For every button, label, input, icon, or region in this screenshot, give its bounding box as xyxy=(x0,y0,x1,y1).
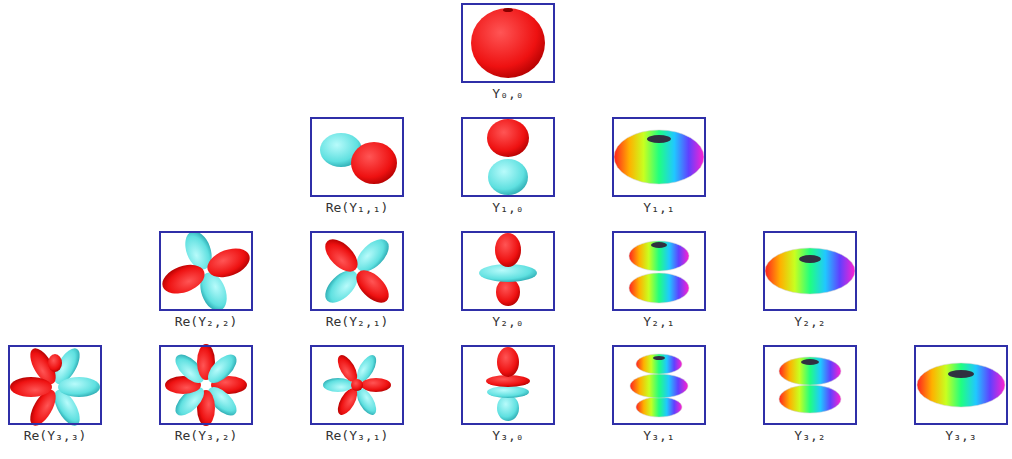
harmonic-label: Y₃,₀ xyxy=(492,428,523,444)
harmonic-label: Y₃,₁ xyxy=(643,428,674,444)
lobe-shape xyxy=(479,233,537,306)
harmonic-label: Re(Y₂,₁) xyxy=(326,314,389,330)
lobe-shape xyxy=(320,234,395,309)
plot-box: Y₃,₂ xyxy=(763,345,857,425)
plot-box: Re(Y₁,₁) xyxy=(310,117,404,197)
harmonic-label: Y₁,₁ xyxy=(643,200,674,216)
harmonic-label: Y₂,₂ xyxy=(794,314,825,330)
harmonic-label: Y₀,₀ xyxy=(492,86,523,102)
plot-box: Y₃,₀ xyxy=(461,345,555,425)
harmonic-label: Y₁,₀ xyxy=(492,200,523,216)
torus-shape xyxy=(765,248,855,294)
plot-box: Y₁,₁ xyxy=(612,117,706,197)
plot-box: Y₂,₁ xyxy=(612,231,706,311)
harmonic-label: Re(Y₂,₂) xyxy=(175,314,238,330)
torus-shape xyxy=(614,130,704,184)
plot-box: Y₁,₀ xyxy=(461,117,555,197)
harmonic-label: Y₃,₃ xyxy=(945,428,976,444)
lobe-shape xyxy=(165,344,247,426)
harmonic-label: Re(Y₃,₁) xyxy=(326,428,389,444)
lobe-shape xyxy=(323,352,391,418)
plot-box: Y₂,₂ xyxy=(763,231,857,311)
lobe-shape xyxy=(487,119,529,195)
plot-box: Y₃,₃ xyxy=(914,345,1008,425)
plot-box: Re(Y₂,₂) xyxy=(159,231,253,311)
torus-shape xyxy=(630,354,688,417)
torus-shape xyxy=(917,363,1005,407)
harmonic-label: Re(Y₃,₂) xyxy=(175,428,238,444)
harmonic-label: Re(Y₃,₃) xyxy=(24,428,87,444)
harmonic-label: Re(Y₁,₁) xyxy=(326,200,389,216)
lobe-shape xyxy=(158,227,253,314)
plot-box: Y₀,₀ xyxy=(461,3,555,83)
torus-shape xyxy=(629,241,689,303)
plot-box: Y₂,₀ xyxy=(461,231,555,311)
harmonic-label: Y₃,₂ xyxy=(794,428,825,444)
lobe-shape xyxy=(320,133,397,184)
harmonic-label: Y₂,₁ xyxy=(643,314,674,330)
torus-shape xyxy=(779,357,841,413)
plot-box: Re(Y₂,₁) xyxy=(310,231,404,311)
plot-box: Re(Y₃,₁) xyxy=(310,345,404,425)
harmonic-label: Y₂,₀ xyxy=(492,314,523,330)
plot-box: Y₃,₁ xyxy=(612,345,706,425)
plot-box: Re(Y₃,₃) xyxy=(8,345,102,425)
lobe-shape xyxy=(10,344,100,429)
lobe-shape xyxy=(486,347,530,421)
plot-box: Re(Y₃,₂) xyxy=(159,345,253,425)
sphere-shape xyxy=(471,8,545,78)
